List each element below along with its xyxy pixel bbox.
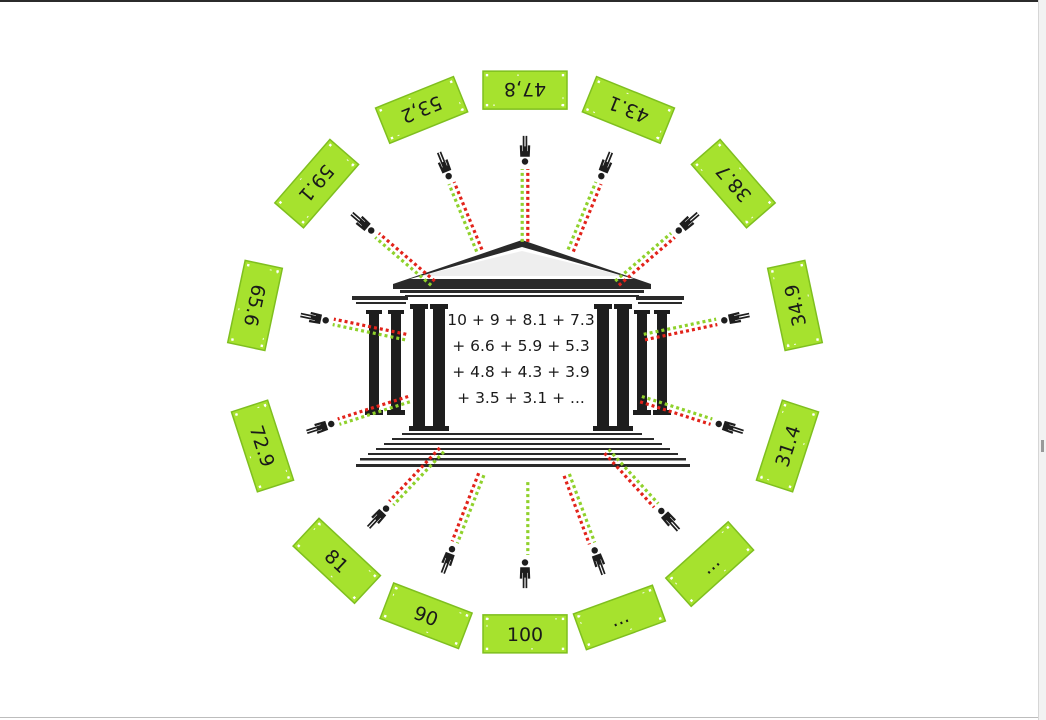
dot-trail-green (455, 474, 486, 544)
dot-trail-green (566, 181, 598, 251)
sum-formula: 10 + 9 + 8.1 + 7.3 + 6.6 + 5.9 + 5.3 + 4… (440, 307, 602, 411)
dot-trail-red (562, 475, 591, 545)
dot-trail-green (567, 473, 597, 544)
dot-trail-red (639, 400, 712, 426)
formula-line-2: + 6.6 + 5.9 + 5.3 (452, 337, 590, 355)
formula-line-1: 10 + 9 + 8.1 + 7.3 (447, 311, 595, 329)
dot-trail-red (377, 232, 436, 283)
dot-trail-red (452, 181, 484, 251)
person-icon (364, 502, 393, 531)
dot-trail-red (644, 323, 718, 342)
banknote-label: 100 (507, 624, 543, 646)
person-icon (595, 150, 616, 182)
spoke-34-9: 34.9 (643, 259, 824, 352)
spoke-72-9: 72.9 (230, 394, 411, 493)
dot-trail-green (447, 183, 479, 253)
scroll-tick (1041, 440, 1044, 452)
formula-line-4: + 3.5 + 3.1 + ... (457, 389, 585, 407)
dot-trail-green (332, 323, 406, 342)
banknote-100: 100 (482, 614, 568, 654)
formula-line-3: + 4.8 + 4.3 + 3.9 (452, 363, 590, 381)
spoke-47-8: 47,8 (482, 70, 568, 242)
banknote-34-9: 34.9 (766, 259, 824, 352)
person-icon (299, 309, 330, 327)
person-icon (519, 559, 531, 589)
dot-trail-red (571, 183, 603, 253)
spoke-65-6: 65.6 (226, 259, 407, 352)
spoke-31-4: 31.4 (639, 394, 820, 493)
banknote-90: 90 (379, 582, 474, 650)
banknote-81: 81 (292, 517, 382, 605)
person-icon (655, 505, 683, 534)
dot-trail-red (603, 452, 656, 509)
dot-trail-green (614, 232, 673, 283)
banknote-31-4: 31.4 (755, 399, 820, 493)
person-icon (348, 209, 378, 237)
dot-trail-green (338, 400, 411, 426)
dot-trail-green (607, 448, 660, 505)
top-border (0, 0, 1046, 2)
banknote-ellipsis-bottom: ... (572, 584, 667, 651)
right-scroll-edge (1038, 0, 1046, 720)
person-icon (305, 417, 336, 437)
banknote-72-9: 72.9 (230, 399, 295, 493)
spoke-43-1: 43.1 (566, 75, 676, 253)
dot-trail-red (333, 317, 407, 336)
banknote-47-8: 47,8 (482, 70, 568, 110)
banknote-59-1: 59.1 (273, 138, 360, 229)
temple-building (352, 240, 690, 467)
spoke-38-7: 38.7 (614, 138, 777, 287)
bottom-border (0, 717, 1046, 718)
dot-trail-red (337, 394, 409, 421)
dot-trail-green (374, 236, 433, 287)
spoke-81: 81 (292, 446, 446, 605)
person-icon (434, 150, 455, 182)
spoke-90: 90 (379, 472, 486, 650)
spoke-ellipsis-bottom: ... (562, 473, 667, 651)
dot-trail-green (641, 394, 713, 421)
person-icon (672, 209, 702, 237)
person-icon (720, 309, 751, 327)
dot-trail-green (392, 450, 446, 507)
banknote-38-7: 38.7 (690, 138, 777, 229)
banknote-label: 47,8 (504, 78, 546, 100)
person-icon (519, 135, 531, 165)
banknote-ellipsis-left: ... (664, 520, 755, 608)
person-icon (588, 545, 609, 577)
spoke-53-2: 53,2 (374, 75, 484, 253)
spoke-59-1: 59.1 (273, 138, 436, 287)
spoke-100: 100 (482, 482, 568, 654)
banknote-43-1: 43.1 (581, 75, 676, 145)
person-icon (714, 417, 745, 437)
person-icon (437, 544, 459, 575)
dot-trail-green (643, 317, 717, 336)
banknote-53-2: 53,2 (374, 75, 469, 145)
dot-trail-red (617, 236, 676, 287)
dot-trail-red (388, 446, 441, 503)
banknote-65-6: 65.6 (226, 259, 284, 352)
dot-trail-red (450, 472, 481, 542)
spoke-ellipsis-left: ... (603, 448, 755, 608)
